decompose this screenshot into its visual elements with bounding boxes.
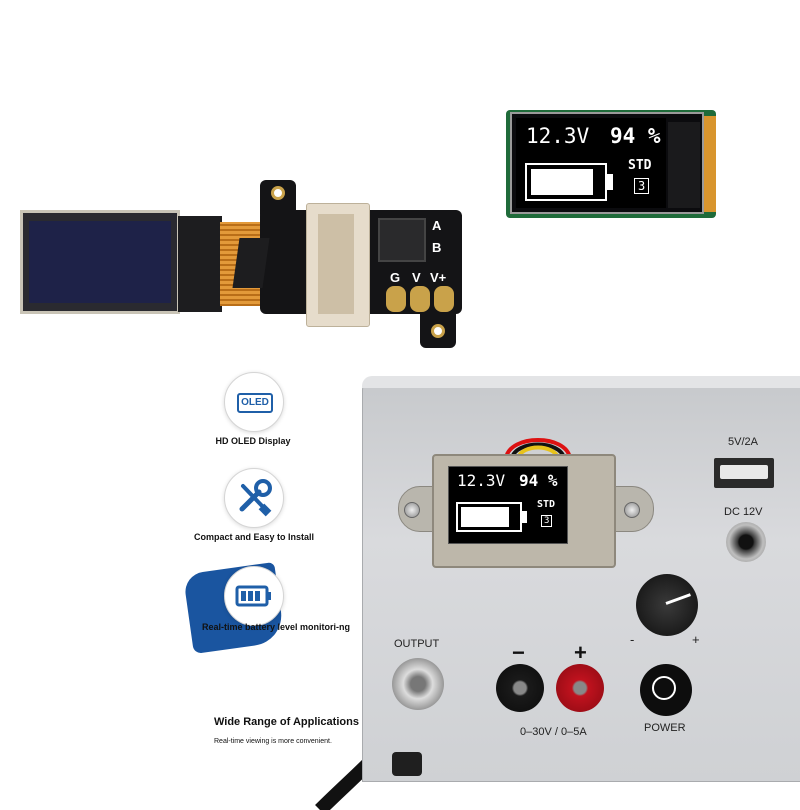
power-button (640, 664, 692, 716)
percent-readout: 94 % (610, 124, 661, 148)
power-supply-top-edge (362, 376, 800, 388)
dc-label: DC 12V (724, 506, 763, 518)
output-label: OUTPUT (394, 638, 440, 650)
output-connector (392, 658, 444, 710)
bracket-screw-left (404, 502, 420, 518)
feature-label-install: Compact and Easy to Install (193, 532, 315, 542)
panel-voltage-readout: 12.3V (457, 471, 506, 490)
positive-sign: + (574, 640, 587, 665)
solder-pad-g (386, 286, 406, 312)
battery-icon (224, 566, 284, 626)
knob-plus-label: + (692, 632, 700, 647)
solder-pad-v-minus (410, 286, 430, 312)
oled-panel (20, 210, 180, 314)
panel-battery-level-icon (456, 502, 527, 532)
oled-icon-text: OLED (237, 393, 273, 413)
power-supply-foot (392, 752, 422, 776)
usb-port (714, 458, 774, 488)
panel-mode-readout: STD (537, 499, 556, 510)
driver-chip (378, 218, 426, 262)
oled-icon: OLED (224, 372, 284, 432)
wrench-screwdriver-icon (224, 468, 284, 528)
display-flex (700, 116, 716, 212)
silk-label-g: G (390, 270, 401, 285)
display-screen: 12.3V 94 % STD 3 (516, 118, 666, 208)
mode-readout: STD (628, 158, 652, 173)
voltage-readout: 12.3V (526, 124, 590, 148)
mount-hole (431, 324, 445, 338)
solder-pad-v-plus (434, 286, 454, 312)
knob-minus-label: - (630, 632, 635, 647)
applications-title: Wide Range of Applications (214, 716, 359, 728)
usb-label: 5V/2A (728, 436, 758, 448)
oled-glass (29, 221, 171, 303)
panel-oled-screen: 12.3V 94 % STD 3 (448, 466, 568, 544)
feature-label-oled: HD OLED Display (215, 436, 291, 446)
power-label: POWER (644, 722, 686, 734)
range-label: 0–30V / 0–5A (520, 726, 587, 738)
negative-sign: − (512, 640, 525, 665)
dc-jack (726, 522, 766, 562)
negative-binding-post (496, 664, 544, 712)
power-supply-panel (362, 380, 800, 782)
positive-binding-post (556, 664, 604, 712)
oled-backer (178, 216, 222, 312)
silk-label-v-plus: V+ (430, 270, 447, 285)
mount-hole (271, 186, 285, 200)
feature-label-battery: Real-time battery level monitori-ng (202, 622, 351, 632)
display-side-panel (668, 122, 700, 208)
panel-percent-readout: 94 % (519, 471, 558, 490)
silk-label-a: A (432, 218, 442, 233)
level-readout: 3 (634, 178, 650, 194)
silk-label-v-minus: V (412, 270, 421, 285)
fpc-connector-slot (318, 214, 354, 314)
applications-subtitle: Real-time viewing is more convenient. (214, 738, 332, 745)
panel-level-readout: 3 (541, 515, 553, 527)
battery-level-icon (525, 163, 613, 201)
bracket-screw-right (624, 502, 640, 518)
silk-label-b: B (432, 240, 442, 255)
adjust-knob (636, 574, 698, 636)
